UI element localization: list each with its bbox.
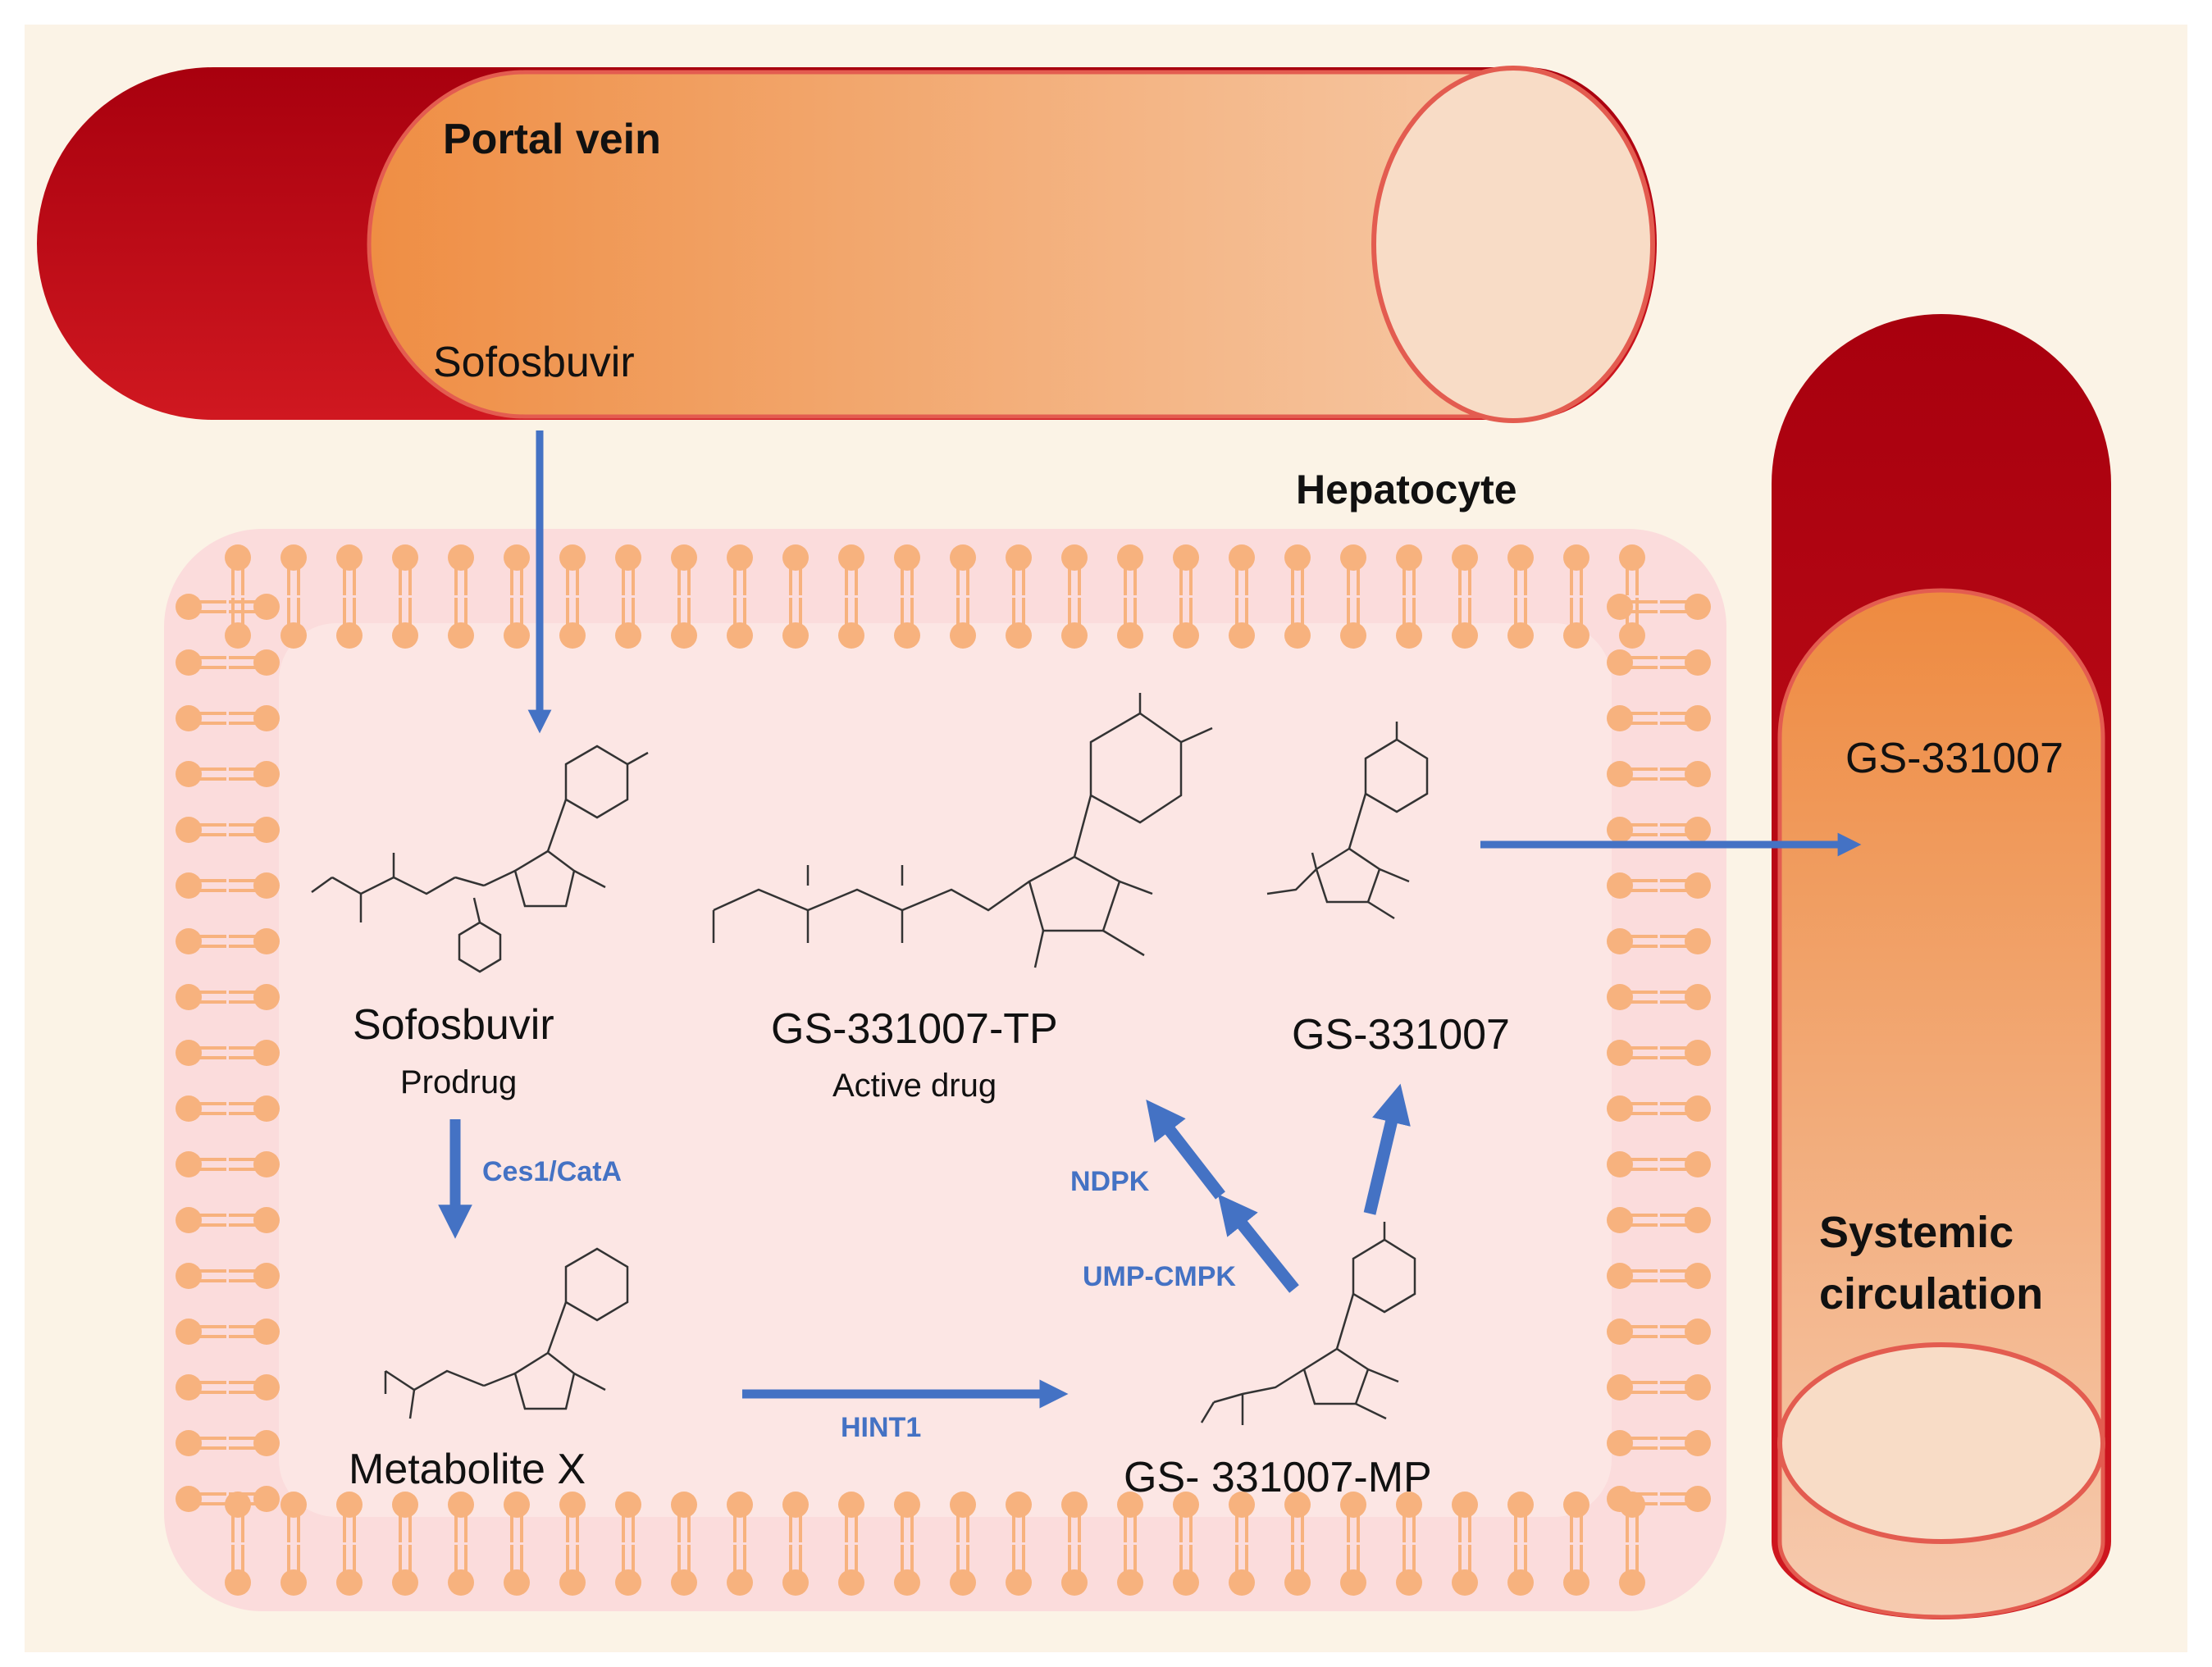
systemic-label-line2: circulation bbox=[1819, 1269, 2044, 1319]
hepatocyte-cell bbox=[164, 529, 1726, 1611]
sofosbuvir-role: Prodrug bbox=[400, 1064, 518, 1100]
structures bbox=[311, 693, 1429, 1425]
enzyme-ump-cmpk: UMP-CMPK bbox=[1083, 1261, 1236, 1292]
portal-sofosbuvir-label: Sofosbuvir bbox=[433, 339, 635, 386]
enzyme-ces1-cata: Ces1/CatA bbox=[482, 1156, 623, 1187]
enzyme-hint1: HINT1 bbox=[841, 1412, 922, 1443]
gs-331007-mp-name: GS- 331007-MP bbox=[1124, 1454, 1432, 1501]
gs-331007-tp-role: Active drug bbox=[832, 1068, 997, 1104]
pathway-arrows bbox=[438, 430, 1862, 1409]
systemic-vessel bbox=[1772, 314, 2111, 1619]
arrow-ndpk bbox=[1146, 1100, 1225, 1200]
enzyme-ndpk: NDPK bbox=[1070, 1166, 1150, 1197]
systemic-gs-label: GS-331007 bbox=[1845, 735, 2064, 782]
gs-331007-tp-name: GS-331007-TP bbox=[771, 1005, 1058, 1053]
systemic-label-line1: Systemic bbox=[1819, 1208, 2014, 1257]
metabolite-x-structure bbox=[384, 1247, 629, 1419]
gs-331007-name: GS-331007 bbox=[1292, 1011, 1510, 1059]
hepatocyte-label: Hepatocyte bbox=[1296, 467, 1517, 512]
arrow-mp-to-gs bbox=[1363, 1083, 1411, 1215]
metabolite-x-name: Metabolite X bbox=[349, 1446, 586, 1493]
portal-vein-label: Portal vein bbox=[443, 116, 661, 163]
portal-vein bbox=[37, 66, 1657, 423]
gs-331007-tp-structure bbox=[712, 693, 1213, 968]
sofosbuvir-structure bbox=[311, 745, 649, 973]
gs-331007-mp-structure bbox=[1200, 1222, 1416, 1425]
sofosbuvir-name: Sofosbuvir bbox=[353, 1001, 554, 1049]
arrow-ump-cmpk bbox=[1217, 1194, 1299, 1293]
gs-331007-structure bbox=[1266, 722, 1429, 920]
